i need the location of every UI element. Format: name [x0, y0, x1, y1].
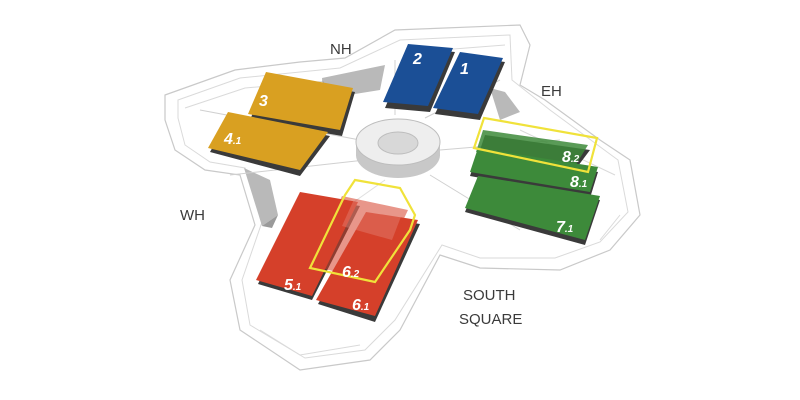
area-label-south-line1: SOUTH — [463, 287, 516, 304]
hall-1-label: 1 — [460, 61, 469, 78]
hall-8-2[interactable] — [476, 130, 590, 170]
west-connector-side — [262, 215, 278, 228]
hall-2[interactable]: 2 — [383, 44, 455, 112]
hall-3-roof — [248, 72, 353, 130]
hall-8-1[interactable]: 8.1 — [470, 148, 598, 198]
hall-8-1-roof — [470, 148, 598, 192]
hall-4-1[interactable]: 4.1 — [208, 112, 330, 176]
east-connector — [490, 88, 520, 120]
hall-2-roof — [383, 44, 453, 106]
hall-8-2-highlight — [472, 116, 599, 174]
hall-6-2-highlight — [308, 178, 417, 284]
hall-8-2-label: 8.2 — [562, 149, 580, 166]
hall-6-2-label: 6.2 — [342, 264, 360, 281]
hall-7-1-roof — [465, 176, 600, 240]
hall-4-1-roof — [208, 112, 328, 170]
area-label-wh: WH — [180, 207, 205, 224]
hall-1-roof — [433, 52, 503, 114]
hall-2-label: 2 — [412, 51, 422, 68]
hall-6-2[interactable]: 6.2 — [308, 175, 417, 284]
central-hub — [355, 118, 441, 178]
hall-3-label: 3 — [259, 93, 268, 110]
hall-7-1[interactable]: 7.1 — [465, 176, 600, 245]
connector-wedges — [244, 65, 520, 228]
hall-6-1-label: 6.1 — [352, 297, 370, 314]
hall-5-1-label: 5.1 — [284, 277, 302, 294]
area-label-south-line2: SQUARE — [459, 311, 522, 328]
hall-8-2-overlay: 8.2 — [472, 116, 599, 174]
hall-3[interactable]: 3 — [248, 72, 355, 136]
area-label-nh: NH — [330, 41, 352, 58]
hall-7-1-label: 7.1 — [556, 219, 574, 236]
hall-4-1-label: 4.1 — [223, 131, 242, 148]
hall-1[interactable]: 1 — [433, 52, 505, 120]
area-label-eh: EH — [541, 83, 562, 100]
hall-8-1-label: 8.1 — [570, 174, 588, 191]
hall-8-2-roof — [476, 130, 588, 166]
west-connector — [244, 168, 278, 226]
